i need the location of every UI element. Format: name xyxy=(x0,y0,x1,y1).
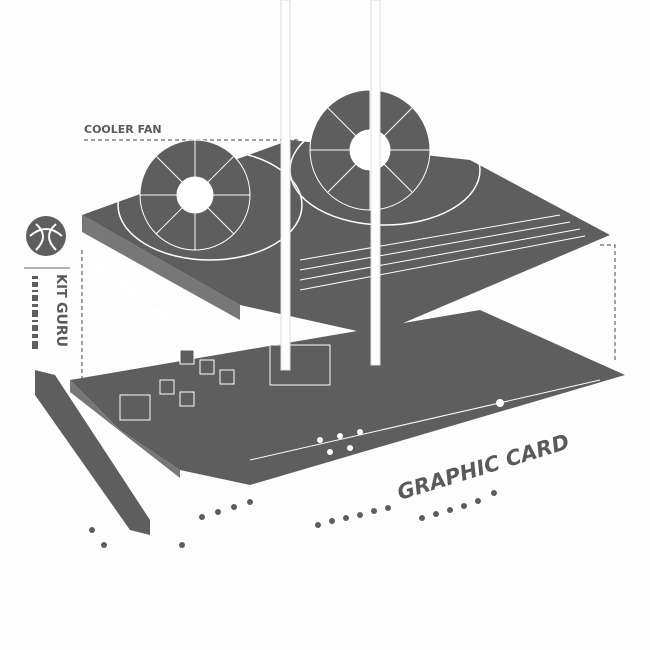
kitguru-logo: KIT GURU xyxy=(24,216,70,349)
cooler-fan-label: COOLER FAN xyxy=(84,123,162,136)
screws xyxy=(89,490,497,548)
logo-guru-text: GURU xyxy=(53,302,69,347)
hoodie-drawstrings[interactable] xyxy=(280,0,381,371)
logo-kit-text: KIT xyxy=(53,274,68,298)
cooler-shroud: GRAPHIC CARD xyxy=(82,89,610,335)
heatsink-fins xyxy=(299,214,586,291)
graphic-card-main-label: GRAPHIC CARD xyxy=(394,430,572,505)
logo-swirl-icon xyxy=(26,216,66,256)
pcb-board xyxy=(70,310,625,485)
io-bracket xyxy=(35,370,150,535)
gpu-chip xyxy=(269,344,331,386)
